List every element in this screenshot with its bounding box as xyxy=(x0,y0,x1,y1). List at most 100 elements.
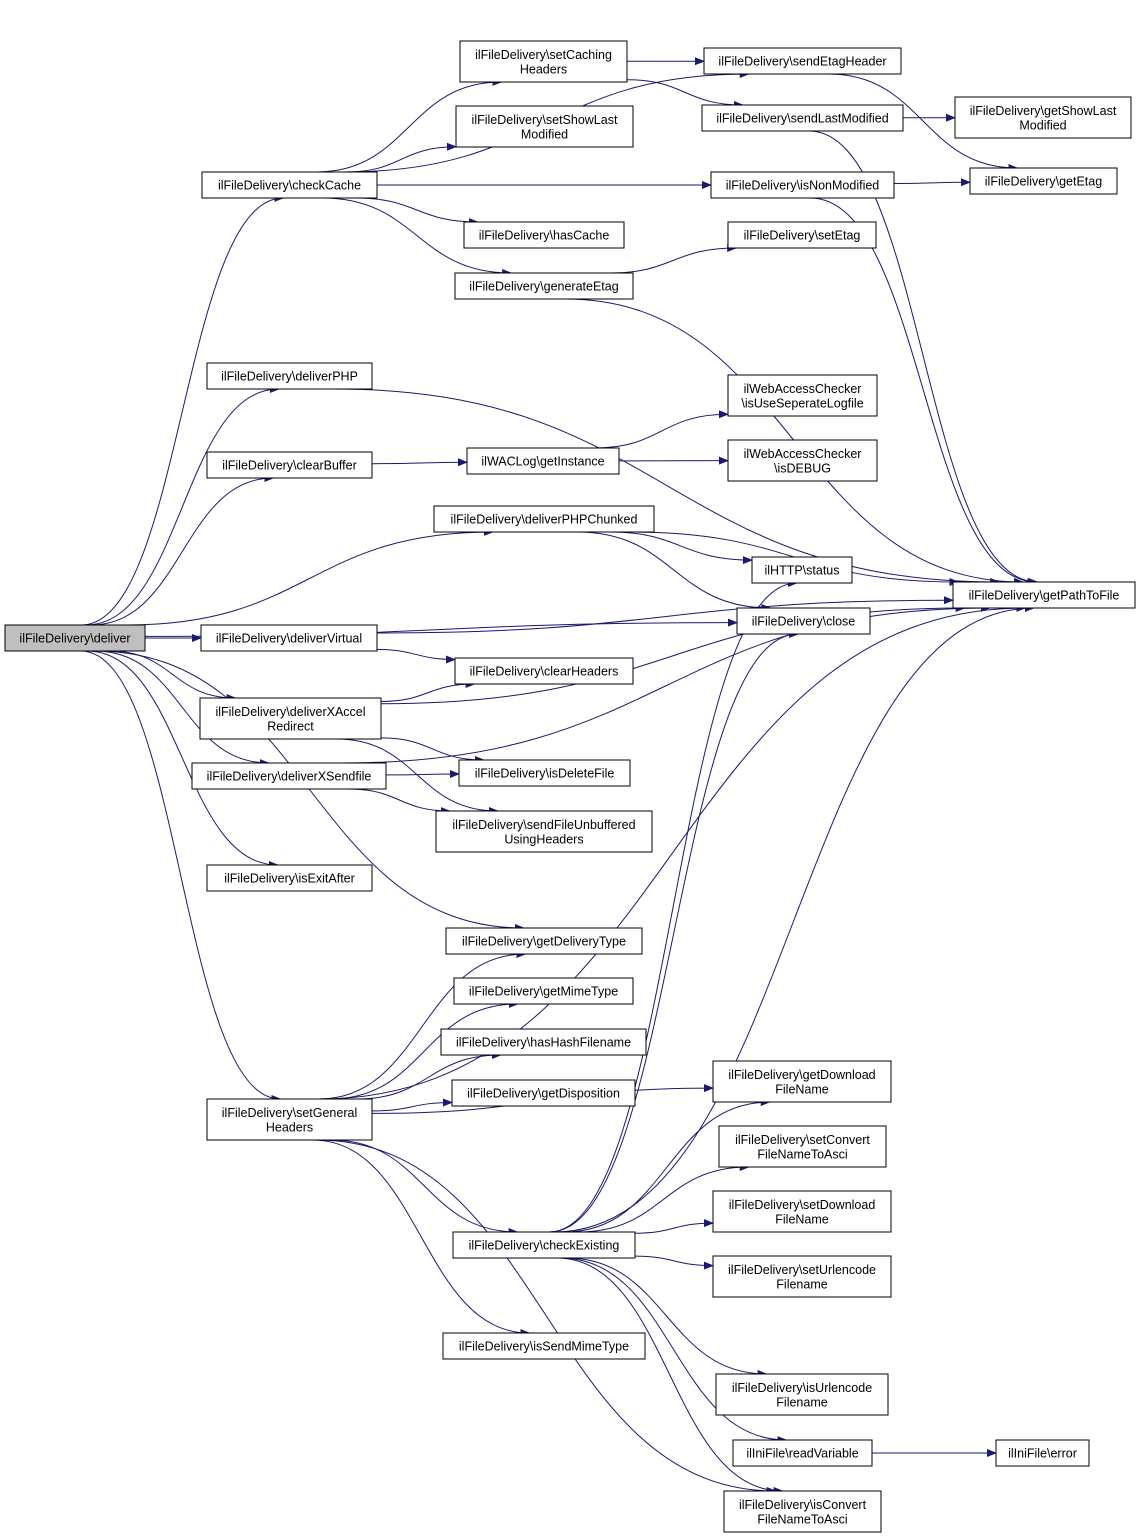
node-hasCache[interactable]: ilFileDelivery\hasCache xyxy=(463,221,625,249)
edge-sendLastModified-to-getPathToFile xyxy=(809,130,1039,586)
node-label: Modified xyxy=(1019,118,1066,132)
node-getDisposition[interactable]: ilFileDelivery\getDisposition xyxy=(451,1079,636,1107)
node-label: ilFileDelivery\close xyxy=(752,615,856,629)
node-box xyxy=(954,96,1132,139)
node-getInstance[interactable]: ilWACLog\getInstance xyxy=(466,447,620,475)
node-label: ilFileDelivery\deliver xyxy=(19,632,130,646)
node-box xyxy=(206,1098,373,1141)
edge-checkCache-to-hasCache xyxy=(355,197,479,226)
node-box xyxy=(732,1439,873,1467)
node-readVariable[interactable]: ilIniFile\readVariable xyxy=(732,1439,873,1467)
node-label: FileNameToAsci xyxy=(757,1512,847,1526)
node-box xyxy=(433,505,655,533)
node-checkCache[interactable]: ilFileDelivery\checkCache xyxy=(201,171,378,199)
node-label: \isUseSeperateLogfile xyxy=(741,396,863,410)
node-box xyxy=(703,47,902,75)
node-sendEtagHeader[interactable]: ilFileDelivery\sendEtagHeader xyxy=(703,47,902,75)
node-isUseSeperateLogfile[interactable]: ilWebAccessChecker\isUseSeperateLogfile xyxy=(727,374,878,417)
node-label: ilFileDelivery\getDisposition xyxy=(467,1087,620,1101)
edge-checkExisting-to-getPathToFile xyxy=(553,604,1035,1233)
node-getMimeType[interactable]: ilFileDelivery\getMimeType xyxy=(453,977,634,1005)
edge-setGeneralHeaders-to-checkExisting xyxy=(331,1139,519,1236)
node-label: ilFileDelivery\deliverXAccel xyxy=(215,705,365,719)
edge-setGeneralHeaders-to-getPathToFile xyxy=(318,604,1027,1100)
node-label: ilFileDelivery\sendLastModified xyxy=(716,112,888,126)
edge-sendEtagHeader-to-getEtag xyxy=(828,73,1019,172)
node-label: ilFileDelivery\setConvert xyxy=(735,1133,870,1147)
node-label: Modified xyxy=(521,127,568,141)
node-deliverXSendfile[interactable]: ilFileDelivery\deliverXSendfile xyxy=(191,762,387,790)
edge-checkExisting-to-readVariable xyxy=(560,1257,788,1444)
node-clearBuffer[interactable]: ilFileDelivery\clearBuffer xyxy=(206,451,373,479)
node-getEtag[interactable]: ilFileDelivery\getEtag xyxy=(969,167,1118,195)
call-edges xyxy=(80,57,1039,1495)
node-label: ilFileDelivery\isConvert xyxy=(739,1498,867,1512)
node-label: Headers xyxy=(266,1120,313,1134)
node-box xyxy=(712,1255,892,1298)
node-iniError[interactable]: ilIniFile\error xyxy=(995,1439,1090,1467)
edge-deliverXAccel-to-clearHeaders xyxy=(380,680,476,702)
edge-setGeneralHeaders-to-isSendMimeType xyxy=(312,1139,531,1337)
node-box xyxy=(454,272,634,300)
node-label: ilFileDelivery\getEtag xyxy=(985,175,1102,189)
node-deliver[interactable]: ilFileDelivery\deliver xyxy=(4,624,146,652)
edge-deliverPHPChunked-to-httpStatus xyxy=(609,531,753,565)
node-hasHashFilename[interactable]: ilFileDelivery\hasHashFilename xyxy=(440,1028,647,1056)
edge-setCachingHeaders-to-sendLastModified xyxy=(626,79,744,109)
node-label: ilFileDelivery\checkCache xyxy=(218,179,361,193)
node-box xyxy=(458,759,631,787)
node-box xyxy=(712,1190,892,1233)
node-sendFileUnbuffered[interactable]: ilFileDelivery\sendFileUnbufferedUsingHe… xyxy=(435,810,653,853)
node-box xyxy=(715,1373,889,1416)
node-isSendMimeType[interactable]: ilFileDelivery\isSendMimeType xyxy=(442,1332,646,1360)
edge-getInstance-to-isUseSeperateLogfile xyxy=(594,410,729,449)
node-setEtag[interactable]: ilFileDelivery\setEtag xyxy=(727,221,877,249)
node-label: ilHTTP\status xyxy=(764,564,839,578)
edge-deliver-to-deliverXAccel xyxy=(109,650,237,702)
node-generateEtag[interactable]: ilFileDelivery\generateEtag xyxy=(454,272,634,300)
node-box xyxy=(206,362,373,390)
edge-deliverPHP-to-getPathToFile xyxy=(334,388,1001,586)
node-box xyxy=(952,581,1136,609)
node-label: ilFileDelivery\isSendMimeType xyxy=(459,1340,629,1354)
node-label: ilFileDelivery\getShowLast xyxy=(970,104,1117,118)
node-label: ilFileDelivery\isExitAfter xyxy=(224,872,355,886)
node-isNonModified[interactable]: ilFileDelivery\isNonModified xyxy=(710,171,895,199)
node-deliverPHPChunked[interactable]: ilFileDelivery\deliverPHPChunked xyxy=(433,505,655,533)
node-getDeliveryType[interactable]: ilFileDelivery\getDeliveryType xyxy=(445,927,643,955)
node-box xyxy=(969,167,1118,195)
node-box xyxy=(727,374,878,417)
node-label: ilFileDelivery\setEtag xyxy=(744,229,861,243)
node-label: ilFileDelivery\generateEtag xyxy=(469,280,618,294)
edge-deliverXSendfile-to-sendFileUnbuffered xyxy=(348,788,451,815)
edge-checkCache-to-generateEtag xyxy=(322,197,513,277)
node-isExitAfter[interactable]: ilFileDelivery\isExitAfter xyxy=(206,864,373,892)
node-label: Filename xyxy=(776,1277,827,1291)
node-isDeleteFile[interactable]: ilFileDelivery\isDeleteFile xyxy=(458,759,631,787)
node-getPathToFile[interactable]: ilFileDelivery\getPathToFile xyxy=(952,581,1136,609)
node-checkExisting[interactable]: ilFileDelivery\checkExisting xyxy=(452,1231,636,1259)
node-isDEBUG[interactable]: ilWebAccessChecker\isDEBUG xyxy=(727,439,878,482)
node-close[interactable]: ilFileDelivery\close xyxy=(736,607,871,635)
node-deliverPHP[interactable]: ilFileDelivery\deliverPHP xyxy=(206,362,373,390)
node-box xyxy=(459,40,628,83)
node-clearHeaders[interactable]: ilFileDelivery\clearHeaders xyxy=(454,657,634,685)
node-box xyxy=(440,1028,647,1056)
node-httpStatus[interactable]: ilHTTP\status xyxy=(751,556,853,584)
node-deliverVirtual[interactable]: ilFileDelivery\deliverVirtual xyxy=(200,624,378,652)
node-sendLastModified[interactable]: ilFileDelivery\sendLastModified xyxy=(701,104,904,132)
node-box xyxy=(455,105,634,148)
node-label: ilFileDelivery\sendEtagHeader xyxy=(718,55,886,69)
